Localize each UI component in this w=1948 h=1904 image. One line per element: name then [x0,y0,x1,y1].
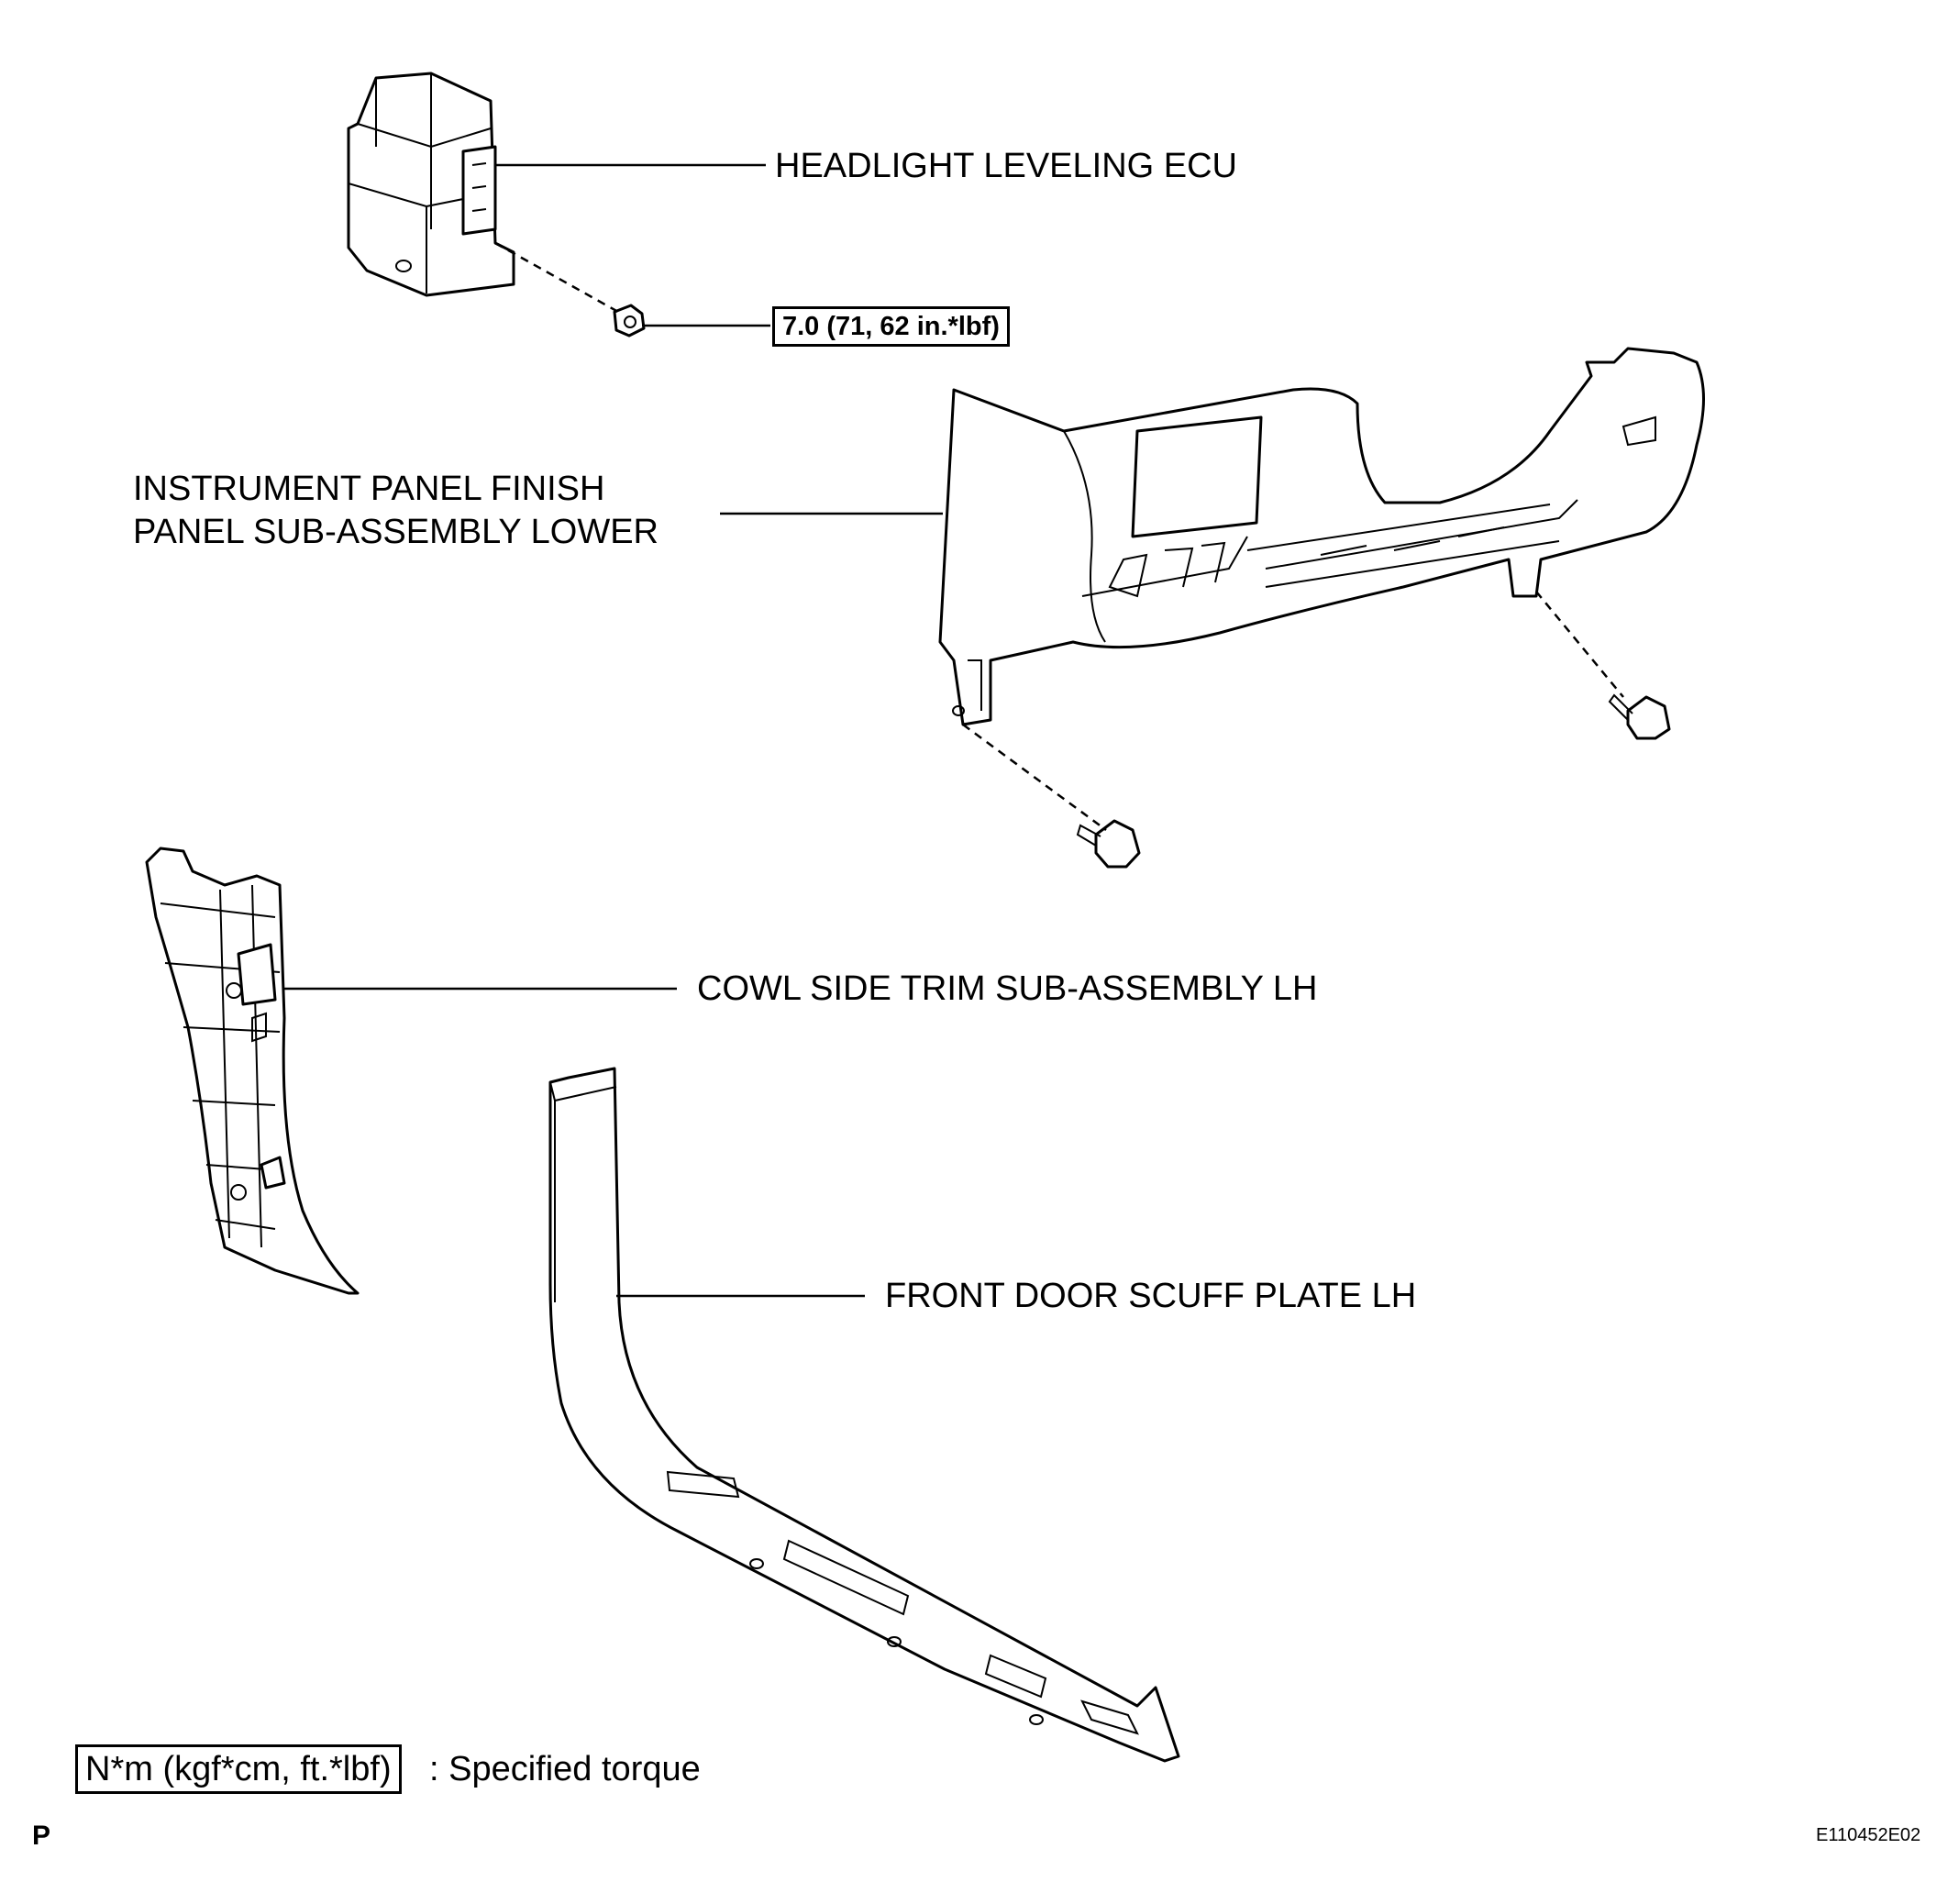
torque-spec-box: 7.0 (71, 62 in.*lbf) [772,306,1010,347]
front-door-scuff-plate-label: FRONT DOOR SCUFF PLATE LH [885,1277,1417,1315]
torque-unit-legend-box: N*m (kgf*cm, ft.*lbf) [75,1744,402,1794]
headlight-leveling-ecu-label: HEADLIGHT LEVELING ECU [775,147,1238,185]
figure-code: E110452E02 [1816,1825,1921,1845]
panel-right-dashed-line [1535,591,1624,698]
cowl-side-trim-part [145,847,360,1295]
instrument-panel-label-line2: PANEL SUB-ASSEMBLY LOWER [133,513,659,551]
panel-left-dashed-line [962,723,1107,832]
cowl-side-trim-label: COWL SIDE TRIM SUB-ASSEMBLY LH [697,969,1318,1008]
panel-screw-right-part [1608,693,1671,740]
corner-letter-p: P [32,1821,51,1851]
front-door-scuff-plate-part [548,1067,1180,1763]
instrument-panel-lower-part [938,347,1705,726]
torque-unit-legend-text: : Specified torque [429,1750,701,1788]
instrument-panel-label-line1: INSTRUMENT PANEL FINISH [133,470,605,508]
ecu-nut-part [613,304,646,338]
headlight-leveling-ecu-part [347,72,515,297]
panel-screw-left-part [1076,819,1141,869]
